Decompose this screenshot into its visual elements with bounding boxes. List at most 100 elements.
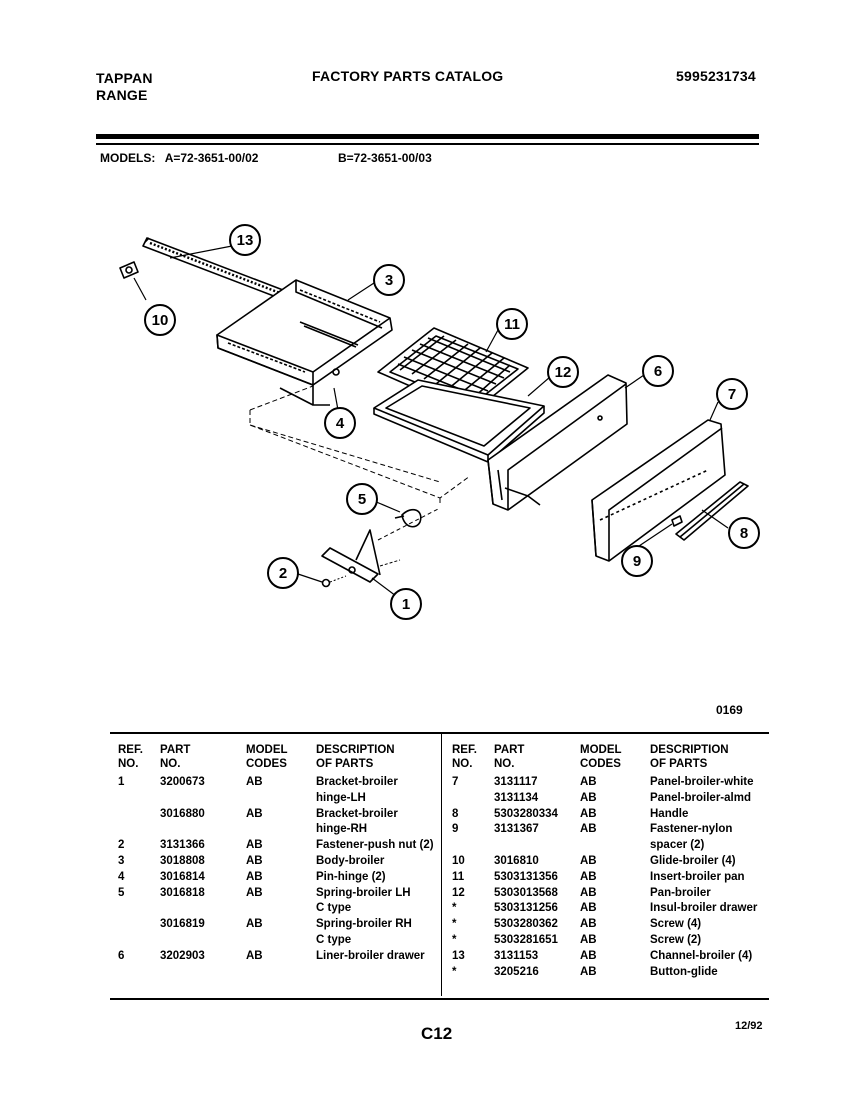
cell-part-no (160, 822, 246, 838)
cell-model-code: AB (246, 918, 263, 931)
cell-description: Channel-broiler (4) (650, 949, 753, 962)
cell-model-code: AB (580, 902, 597, 915)
cell-ref-no: 13 (452, 949, 465, 962)
part-spring (394, 508, 422, 528)
cell-description: Liner-broiler drawer (316, 949, 425, 962)
cell-part-no: 5303280362 (494, 918, 558, 931)
cell-part-no: 3202903 (160, 949, 205, 962)
cell-ref-no (118, 791, 160, 807)
callout-5: 5 (346, 483, 378, 515)
header-rule-thick (96, 134, 759, 139)
table-row: 3131134 AB Panel-broiler-almd (452, 791, 784, 807)
cell-part-no: 3016880 (160, 807, 205, 820)
figure-code: 0169 (716, 703, 743, 717)
cell-description: Pan-broiler (650, 886, 711, 899)
cell-ref-no: 6 (118, 949, 125, 962)
cell-ref-no (118, 807, 160, 823)
cell-description: Panel-broiler-white (650, 776, 754, 788)
cell-part-no: 3131134 (494, 791, 539, 804)
cell-ref-no: 7 (452, 776, 459, 788)
cell-ref-no (118, 933, 160, 949)
cell-ref-no: 10 (452, 854, 465, 867)
cell-description: C type (316, 933, 352, 946)
cell-description: Glide-broiler (4) (650, 854, 736, 867)
cell-description: Insul-broiler drawer (650, 902, 758, 915)
catalog-number: 5995231734 (676, 68, 756, 84)
page-number: C12 (421, 1024, 453, 1043)
part-push-nut (321, 575, 347, 588)
cell-ref-no: * (452, 965, 457, 978)
cell-description: C type (316, 902, 352, 915)
cell-ref-no: 12 (452, 886, 465, 899)
models-line: MODELS: A=72-3651-00/02 (100, 151, 258, 165)
callout-1: 1 (390, 588, 422, 620)
cell-model-code: AB (246, 776, 263, 788)
cell-part-no: 3131366 (160, 839, 205, 852)
cell-model-code: AB (246, 839, 263, 852)
table-bottom-rule (110, 998, 769, 1000)
cell-model-code: AB (246, 886, 263, 899)
cell-part-no: 5303280334 (494, 807, 558, 820)
cell-ref-no: 1 (118, 776, 125, 788)
cell-part-no (160, 901, 246, 917)
cell-part-no: 3131367 (494, 823, 539, 836)
part-fastener-spacer (671, 515, 683, 527)
callout-9: 9 (621, 545, 653, 577)
cell-part-no: 3016814 (160, 870, 205, 883)
header-ref-no: REF.NO. (118, 744, 143, 770)
callout-10: 10 (144, 304, 176, 336)
cell-model-code: AB (580, 965, 597, 978)
cell-description: spacer (2) (650, 839, 705, 852)
cell-part-no: 3018808 (160, 854, 205, 867)
cell-part-no: 5303013568 (494, 886, 558, 899)
table-row: hinge-LH (118, 791, 450, 807)
part-body-broiler (216, 279, 393, 406)
cell-description: Handle (650, 807, 689, 820)
cell-part-no: 3131117 (494, 776, 538, 788)
svg-text:7: 7 (728, 386, 736, 403)
cell-description: hinge-RH (316, 823, 368, 836)
cell-part-no (160, 791, 246, 807)
cell-ref-no: 3 (118, 854, 125, 867)
cell-description: Bracket-broiler (316, 807, 398, 820)
svg-text:13: 13 (237, 232, 254, 249)
callout-12: 12 (547, 356, 579, 388)
cell-ref-no: 4 (118, 870, 125, 883)
cell-model-code: AB (580, 870, 597, 883)
callout-7: 7 (716, 378, 748, 410)
cell-ref-no: 11 (452, 870, 465, 883)
callout-3: 3 (373, 264, 405, 296)
cell-part-no: 5303281651 (494, 933, 558, 946)
svg-text:11: 11 (504, 316, 520, 333)
cell-description: Spring-broiler RH (316, 918, 412, 931)
cell-description: Panel-broiler-almd (650, 791, 751, 804)
cell-description: Screw (4) (650, 918, 702, 931)
svg-text:4: 4 (336, 415, 345, 432)
cell-model-code: AB (246, 854, 263, 867)
cell-part-no: 5303131356 (494, 870, 558, 883)
cell-description: Spring-broiler LH (316, 886, 411, 899)
svg-text:8: 8 (740, 525, 748, 542)
cell-description: Fastener-nylon (650, 823, 733, 836)
cell-model-code (580, 838, 650, 854)
cell-model-code: AB (246, 949, 263, 962)
svg-text:12: 12 (555, 364, 572, 381)
table-row: 6 3202903 AB Liner-broiler drawer (118, 949, 450, 965)
product-type: RANGE (96, 87, 148, 103)
part-glide-broiler (119, 261, 139, 279)
cell-part-no: 3131153 (494, 949, 539, 962)
part-channel-broiler (142, 237, 284, 299)
cell-model-code: AB (580, 791, 597, 804)
